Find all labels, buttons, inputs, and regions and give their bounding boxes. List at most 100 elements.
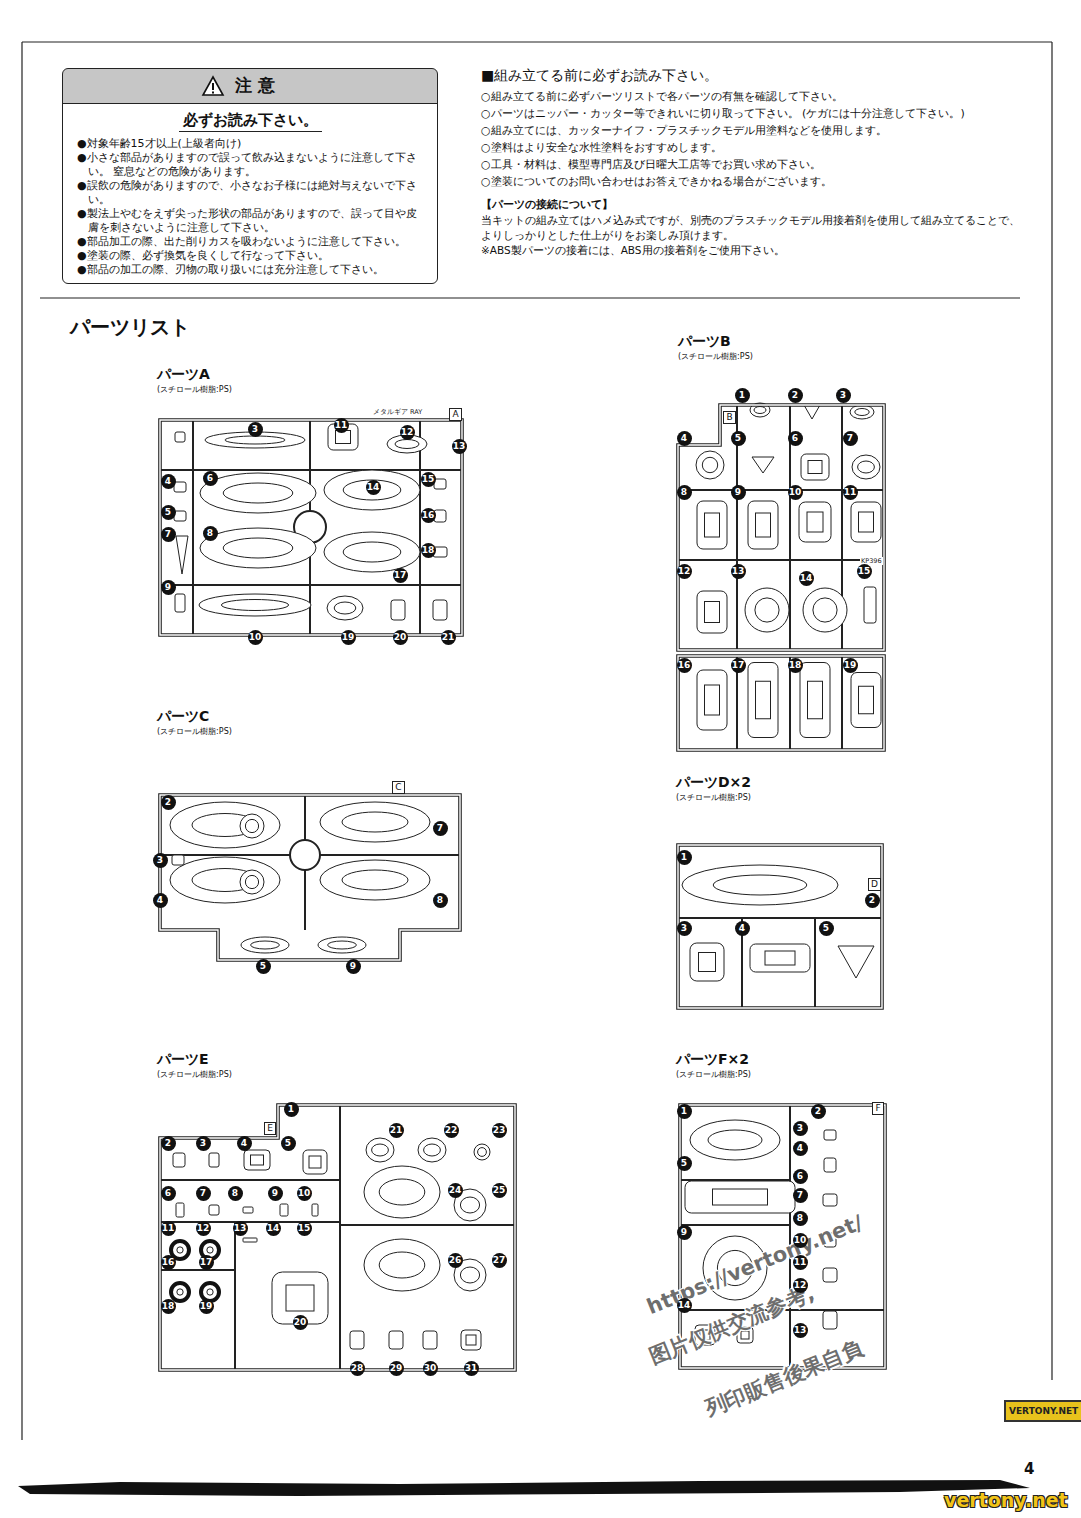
part-detail	[334, 602, 356, 614]
part-drawing	[745, 588, 789, 632]
runner-letter: A	[452, 409, 459, 420]
part-drawing	[328, 424, 358, 450]
section-title: パーツリスト	[70, 314, 190, 341]
part-detail	[713, 875, 807, 895]
part-drawing	[350, 1331, 364, 1349]
part-shape	[748, 501, 778, 549]
part-shape	[824, 1158, 836, 1172]
sprue-bar	[680, 1309, 885, 1311]
warning-bar	[212, 83, 214, 90]
runner-engraving: KP396	[860, 557, 883, 565]
runner-letter: C	[395, 782, 402, 793]
callout-number: 20	[393, 630, 408, 645]
parts-runner: EパーツE(スチロール樹脂:PS)	[160, 1105, 515, 1370]
callout-number: 18	[161, 1299, 176, 1314]
sprue-bar	[234, 1222, 236, 1370]
part-detail	[754, 407, 766, 414]
part-shape	[387, 435, 427, 453]
part-drawing	[172, 855, 184, 865]
runner-letter: F	[875, 1103, 881, 1114]
sprue-bar	[789, 656, 791, 750]
part-shape	[303, 1150, 327, 1174]
subheading-row: 必ずお読み下さい。	[63, 110, 437, 132]
part-drawing	[391, 600, 405, 620]
runner-letter: D	[871, 879, 878, 890]
part-drawing	[803, 588, 847, 632]
sprue-bar	[160, 584, 462, 586]
part-shape	[824, 1233, 836, 1247]
callout-number: 7	[161, 527, 176, 542]
callout-number: 2	[788, 388, 803, 403]
callout-number: 6	[788, 431, 803, 446]
runner-material: (スチロール樹脂:PS)	[157, 1069, 232, 1080]
part-detail	[251, 1155, 264, 1165]
callout-number: 19	[341, 630, 356, 645]
wheel-hub	[177, 1289, 183, 1295]
callout-number: 19	[199, 1299, 214, 1314]
part-drawing	[205, 432, 305, 448]
callout-number: 7	[433, 821, 448, 836]
part-shape	[175, 432, 185, 442]
part-detail	[859, 686, 874, 714]
runner-material: (スチロール樹脂:PS)	[157, 726, 232, 737]
callout-number: 24	[448, 1183, 463, 1198]
part-drawing	[243, 1207, 253, 1213]
callout-number: 23	[492, 1123, 507, 1138]
callout-number: 14	[366, 480, 381, 495]
runner-outline-inner	[160, 795, 460, 960]
note-line: ○塗料はより安全な水性塗料をおすすめします。	[481, 139, 1026, 156]
note-line: 当キットの組み立てはハメ込み式ですが、別売のプラスチックモデル用接着剤を使用して…	[481, 213, 1026, 243]
part-shape	[175, 594, 185, 612]
part-drawing	[320, 802, 430, 842]
part-shape	[328, 424, 358, 450]
part-shape	[209, 1153, 219, 1167]
part-shape	[690, 1120, 780, 1160]
callout-number: 4	[735, 921, 750, 936]
note-line: ■組み立てる前に必ずお読み下さい。	[481, 66, 1026, 84]
callout-number: 2	[865, 893, 880, 908]
part-detail	[705, 685, 720, 715]
sprue-bar	[736, 405, 738, 650]
part-drawing	[697, 670, 727, 730]
wheel-hub	[207, 1289, 213, 1295]
callout-number: 3	[793, 1121, 808, 1136]
runner-name: パーツB	[678, 333, 731, 351]
runner-tag: D	[868, 878, 881, 891]
callout-number: 17	[731, 658, 746, 673]
part-detail	[245, 819, 258, 832]
caution-heading: 注 意	[235, 74, 275, 97]
part-detail	[342, 812, 408, 832]
part-detail	[855, 409, 869, 416]
callout-number: 11	[843, 485, 858, 500]
part-shape	[803, 588, 847, 632]
part-shape	[272, 1272, 328, 1324]
runner-frame	[158, 793, 462, 962]
part-shape	[244, 1150, 270, 1170]
note-line: ○組み立てには、カッターナイフ・プラスチックモデル用塗料などを使用します。	[481, 122, 1026, 139]
part-shape	[243, 1238, 257, 1242]
sprue-bar	[160, 1221, 340, 1223]
callout-number: 27	[492, 1253, 507, 1268]
part-shape	[799, 502, 831, 542]
part-drawing	[324, 532, 420, 572]
part-shape	[804, 405, 820, 419]
part-drawing	[364, 1166, 440, 1218]
part-drawing	[737, 1327, 753, 1343]
site-logo: VERTONY.NET	[1004, 1400, 1081, 1422]
part-detail	[460, 1267, 479, 1283]
runner-name: パーツE	[157, 1051, 209, 1069]
part-drawing	[312, 1204, 318, 1216]
callout-number: 12	[400, 425, 415, 440]
parts-runner: BパーツB(スチロール樹脂:PS)	[678, 405, 884, 750]
callout-number: 4	[161, 474, 176, 489]
part-shape	[364, 1239, 440, 1291]
callout-number: 12	[196, 1221, 211, 1236]
part-drawing	[434, 510, 446, 522]
part-shape	[703, 1236, 767, 1300]
part-drawing	[209, 1205, 219, 1215]
sprue-bar	[789, 405, 791, 650]
part-drawing	[703, 1236, 767, 1300]
sprue-bar	[789, 1105, 791, 1368]
runner-frame	[676, 843, 884, 1010]
part-shape	[200, 528, 316, 568]
